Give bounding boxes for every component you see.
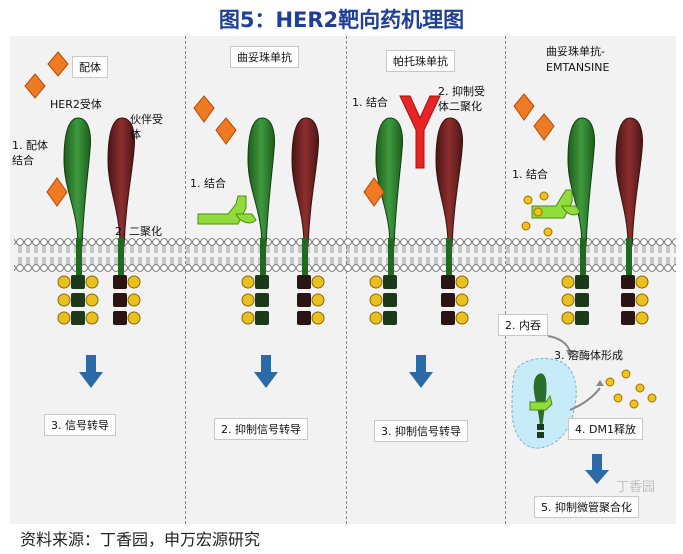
- dm1-payload: [543, 227, 553, 237]
- watermark: 丁香园: [616, 480, 656, 495]
- ligand-diamond: [193, 95, 215, 123]
- step-ligand-binding-2: 结合: [12, 154, 34, 167]
- panel1-ligands: [24, 51, 69, 207]
- trastuzumab-label: 曲妥珠单抗: [230, 46, 299, 68]
- t-dm1-label-1: 曲妥珠单抗-: [546, 45, 605, 58]
- dm1-payload: [533, 207, 543, 217]
- ligand-label: 配体: [72, 56, 108, 78]
- step-inhibit-dimerization-2: 体二聚化: [438, 100, 482, 113]
- step-lysosome-formation: 3. 溶酶体形成: [554, 349, 623, 362]
- dm1-release-arrow: [569, 387, 601, 411]
- panel3-intracellular: [369, 275, 469, 325]
- step-binding: 1. 结合: [190, 177, 226, 190]
- cell-membrane: [14, 238, 676, 272]
- ligand-diamond: [513, 93, 535, 121]
- partner-receptor-label-1: 伙伴受: [130, 113, 163, 126]
- panel3-her2-receptor: [375, 117, 463, 278]
- pertuzumab-label: 帕托珠单抗: [386, 50, 455, 72]
- step-ligand-binding-1: 1. 配体: [12, 139, 48, 152]
- signal-arrow: [254, 355, 278, 388]
- divider-2: [346, 36, 347, 524]
- signal-arrow: [79, 355, 103, 388]
- step-signal-transduction: 3. 信号转导: [44, 414, 116, 436]
- step-inhibit-signal: 3. 抑制信号转导: [374, 420, 468, 442]
- divider-3: [505, 36, 506, 524]
- step-binding: 1. 结合: [352, 96, 388, 109]
- dm1-payload: [539, 191, 549, 201]
- source-note: 资料来源：丁香园，申万宏源研究: [20, 530, 261, 549]
- ligand-diamond: [46, 177, 68, 207]
- panel4-ligands: [513, 93, 555, 141]
- t-dm1-antibody-conjugate: [521, 189, 581, 237]
- step-inhibit-microtubule: 5. 抑制微管聚合化: [534, 496, 639, 518]
- partner-receptor-label-2: 体: [130, 128, 141, 141]
- divider-1: [185, 36, 186, 524]
- panel1-intracellular: [57, 275, 141, 325]
- ligand-diamond: [215, 117, 237, 145]
- released-dm1: [605, 369, 657, 409]
- pertuzumab-antibody: [399, 95, 441, 169]
- step-inhibit-signal: 2. 抑制信号转导: [214, 418, 308, 440]
- ligand-diamond: [47, 51, 69, 77]
- panel2-intracellular: [241, 275, 325, 325]
- step-endocytosis: 2. 内吞: [498, 314, 548, 336]
- panel2-ligands: [193, 95, 237, 145]
- ligand-diamond: [363, 177, 385, 207]
- figure-title: 图5：HER2靶向药机理图: [218, 8, 465, 32]
- panel1-partner-receptor: [107, 117, 135, 278]
- signal-arrow: [585, 454, 609, 484]
- step-dm1-release: 4. DM1释放: [568, 418, 643, 440]
- step-binding: 1. 结合: [512, 168, 548, 181]
- her2-receptor-label: HER2受体: [50, 98, 102, 111]
- ligand-diamond: [533, 113, 555, 141]
- ligand-diamond: [24, 73, 46, 99]
- panel4-intracellular: [561, 275, 649, 325]
- trastuzumab-antibody: [197, 195, 257, 225]
- dm1-payload: [521, 221, 531, 231]
- panel1-her2-receptor: [63, 117, 91, 278]
- panel2-her2-receptor: [247, 117, 319, 278]
- signal-arrow: [409, 355, 433, 388]
- panel4-her2-receptor: [567, 117, 643, 278]
- t-dm1-label-2: EMTANSINE: [546, 61, 610, 74]
- dm1-payload: [523, 195, 533, 205]
- step-dimerization: 2. 二聚化: [115, 225, 162, 238]
- step-inhibit-dimerization-1: 2. 抑制受: [438, 85, 485, 98]
